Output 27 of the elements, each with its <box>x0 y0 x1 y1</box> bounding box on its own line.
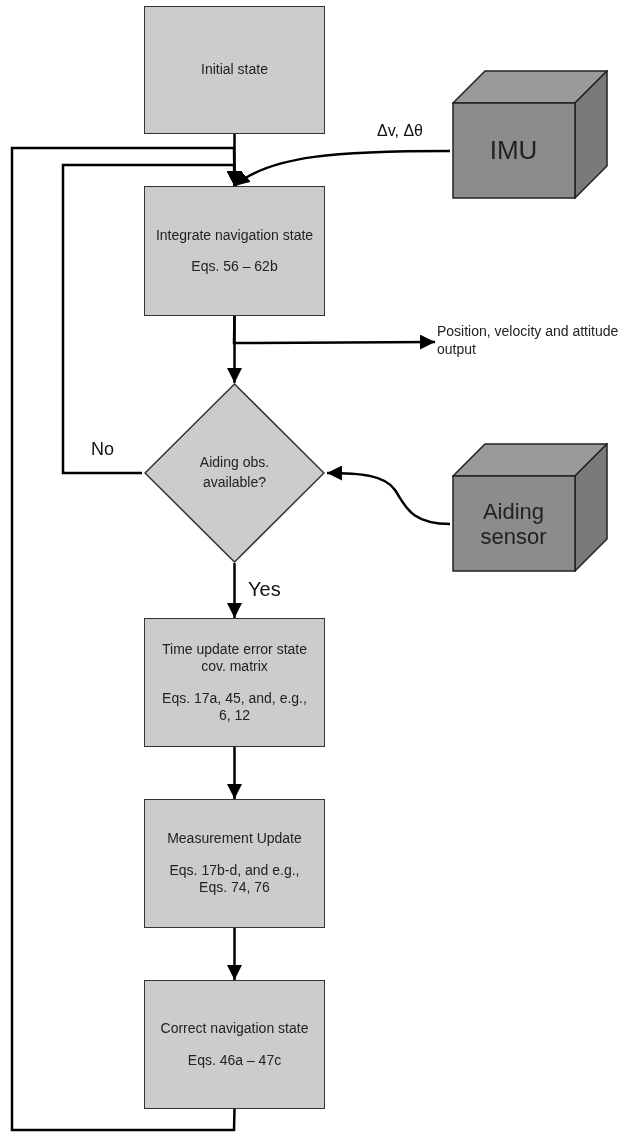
arrow <box>327 465 451 526</box>
process-box <box>144 980 325 1109</box>
process-box <box>144 186 325 316</box>
arrow <box>227 747 242 799</box>
decision-text: Aiding obs. available? <box>198 453 271 492</box>
output-text: Position, velocity and attitude output <box>437 322 633 362</box>
arrow <box>233 149 450 187</box>
edge-label: Δv, Δθ <box>376 122 424 140</box>
device-text: IMU <box>488 136 539 166</box>
arrow <box>227 316 242 383</box>
box-text: Time update error state cov. matrix <box>161 640 308 676</box>
box-text: Eqs. 17b-d, and e.g., Eqs. 74, 76 <box>168 861 301 897</box>
arrow <box>227 563 242 618</box>
box-text: Measurement Update <box>167 830 302 848</box>
process-box <box>144 618 325 747</box>
arrow <box>227 928 242 980</box>
box-text: Initial state <box>201 61 268 79</box>
box-text: Eqs. 56 – 62b <box>191 258 278 276</box>
box-text: Integrate navigation state <box>155 226 314 244</box>
device-text: Aiding sensor <box>479 498 548 550</box>
box-text: Eqs. 46a – 47c <box>187 1051 282 1069</box>
decision-diamond <box>144 383 325 563</box>
box-text: Correct navigation state <box>160 1020 309 1038</box>
process-box <box>144 6 325 134</box>
process-box <box>144 799 325 928</box>
box-text: Eqs. 17a, 45, and, e.g., 6, 12 <box>161 689 308 725</box>
arrow <box>10 146 242 1132</box>
